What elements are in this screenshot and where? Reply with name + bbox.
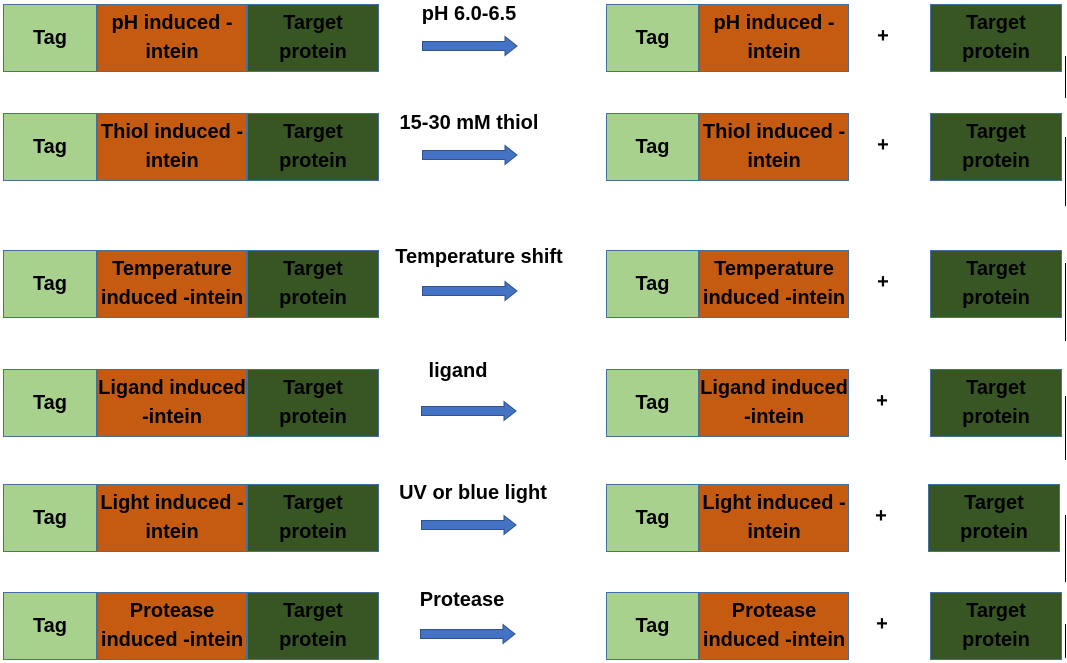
product-intein-box: Light induced - intein xyxy=(699,484,849,552)
product-intein-box: Ligand induced -intein xyxy=(699,369,849,437)
product-tag-box: Tag xyxy=(606,484,699,552)
condition-label: UV or blue light xyxy=(399,482,547,504)
product-intein-box: Temperature induced -intein xyxy=(699,250,849,318)
product-intein-box: Thiol induced - intein xyxy=(699,113,849,181)
target-protein-box: Target protein xyxy=(247,250,379,318)
right-arrow-icon xyxy=(420,623,516,645)
condition-label: ligand xyxy=(428,360,488,382)
edge-line xyxy=(1065,56,1066,98)
intein-box: Protease induced -intein xyxy=(97,592,247,660)
target-protein-box: Target protein xyxy=(247,484,379,552)
intein-box: Light induced - intein xyxy=(97,484,247,552)
tag-box: Tag xyxy=(3,250,97,318)
plus-sign: + xyxy=(877,25,889,47)
product-tag-box: Tag xyxy=(606,250,699,318)
target-protein-box: Target protein xyxy=(247,4,379,72)
condition-label: Protease xyxy=(419,589,505,611)
plus-sign: + xyxy=(877,271,889,293)
product-tag-box: Tag xyxy=(606,369,699,437)
tag-box: Tag xyxy=(3,4,97,72)
condition-label: 15-30 mM thiol xyxy=(399,112,539,134)
product-tag-box: Tag xyxy=(606,113,699,181)
plus-sign: + xyxy=(875,505,887,527)
tag-box: Tag xyxy=(3,592,97,660)
target-protein-box: Target protein xyxy=(247,369,379,437)
intein-box: Temperature induced -intein xyxy=(97,250,247,318)
released-target-protein-box: Target protein xyxy=(930,369,1062,437)
edge-line xyxy=(1065,396,1066,460)
product-tag-box: Tag xyxy=(606,4,699,72)
tag-box: Tag xyxy=(3,484,97,552)
right-arrow-icon xyxy=(421,400,517,422)
target-protein-box: Target protein xyxy=(247,113,379,181)
intein-box: Thiol induced - intein xyxy=(97,113,247,181)
product-intein-box: pH induced - intein xyxy=(699,4,849,72)
condition-label: Temperature shift xyxy=(395,246,563,268)
edge-line xyxy=(1065,137,1066,206)
edge-line xyxy=(1065,263,1066,341)
right-arrow-icon xyxy=(422,144,518,166)
plus-sign: + xyxy=(877,134,889,156)
right-arrow-icon xyxy=(421,514,517,536)
edge-line xyxy=(1065,624,1066,658)
right-arrow-icon xyxy=(422,35,518,57)
plus-sign: + xyxy=(876,390,888,412)
tag-box: Tag xyxy=(3,369,97,437)
released-target-protein-box: Target protein xyxy=(930,4,1062,72)
condition-label: pH 6.0-6.5 xyxy=(421,3,517,25)
released-target-protein-box: Target protein xyxy=(930,250,1062,318)
tag-box: Tag xyxy=(3,113,97,181)
released-target-protein-box: Target protein xyxy=(930,113,1062,181)
product-intein-box: Protease induced -intein xyxy=(699,592,849,660)
released-target-protein-box: Target protein xyxy=(928,484,1060,552)
product-tag-box: Tag xyxy=(606,592,699,660)
intein-box: pH induced - intein xyxy=(97,4,247,72)
released-target-protein-box: Target protein xyxy=(930,592,1062,660)
intein-box: Ligand induced -intein xyxy=(97,369,247,437)
plus-sign: + xyxy=(876,613,888,635)
right-arrow-icon xyxy=(422,280,518,302)
edge-line xyxy=(1065,515,1066,582)
target-protein-box: Target protein xyxy=(247,592,379,660)
